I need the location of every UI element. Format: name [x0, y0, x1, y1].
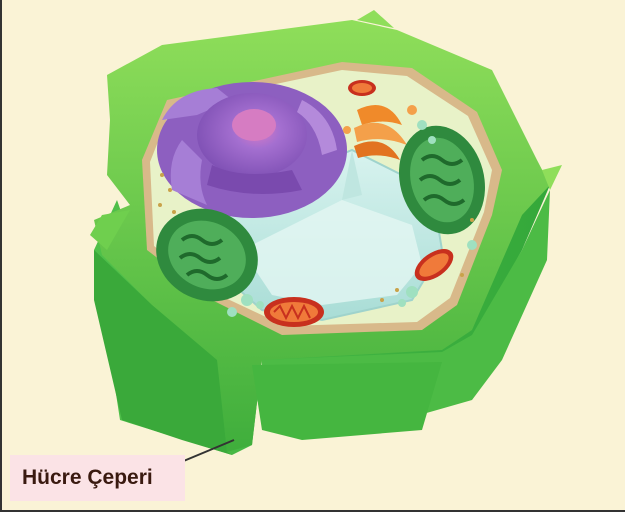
nucleus: [157, 82, 347, 218]
cell-wall-label-text: Hücre Çeperi: [22, 466, 153, 490]
cell-wall-front-slab: [252, 362, 442, 440]
mitochondrion-bottom: [264, 297, 324, 327]
mitochondrion-top: [348, 80, 376, 96]
cell-wall-label: Hücre Çeperi: [10, 455, 185, 501]
